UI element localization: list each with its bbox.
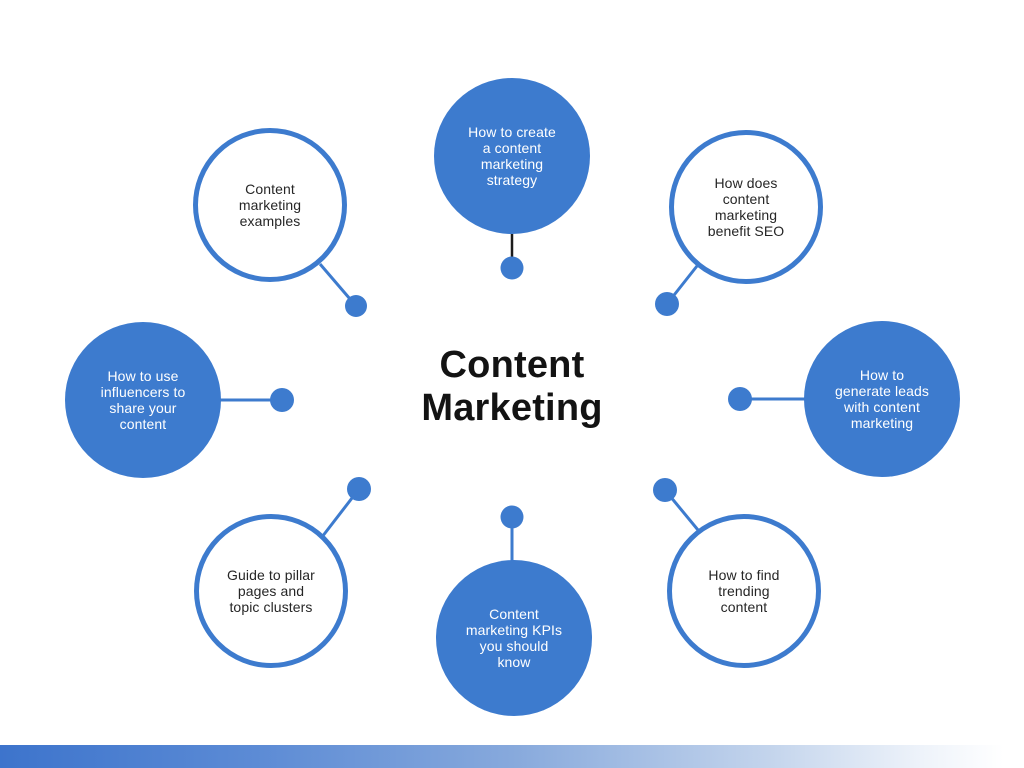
connector-dot-bottom-right xyxy=(653,478,677,502)
node-use-influencers: How to use influencers to share your con… xyxy=(65,322,221,478)
connector-dot-left xyxy=(270,388,294,412)
node-marketing-kpis: Content marketing KPIs you should know xyxy=(436,560,592,716)
node-marketing-kpis-label: Content marketing KPIs you should know xyxy=(465,605,563,671)
node-trending-content: How to find trending content xyxy=(667,514,821,668)
node-generate-leads-label: How to generate leads with content marke… xyxy=(834,366,930,432)
node-generate-leads: How to generate leads with content marke… xyxy=(804,321,960,477)
node-benefit-seo-label: How does content marketing benefit SEO xyxy=(707,174,785,240)
node-benefit-seo: How does content marketing benefit SEO xyxy=(669,130,823,284)
node-marketing-examples: Content marketing examples xyxy=(193,128,347,282)
footer-accent-bar xyxy=(0,745,1024,768)
connector-dot-top-right xyxy=(655,292,679,316)
connector-dot-top-left xyxy=(345,295,367,317)
node-create-strategy-label: How to create a content marketing strate… xyxy=(468,123,556,189)
node-create-strategy: How to create a content marketing strate… xyxy=(434,78,590,234)
connector-dot-right xyxy=(728,387,752,411)
connector-dot-bottom-left xyxy=(347,477,371,501)
node-trending-content-label: How to find trending content xyxy=(708,566,780,616)
node-pillar-pages-label: Guide to pillar pages and topic clusters xyxy=(227,566,315,616)
node-marketing-examples-label: Content marketing examples xyxy=(238,180,302,230)
node-pillar-pages: Guide to pillar pages and topic clusters xyxy=(194,514,348,668)
node-use-influencers-label: How to use influencers to share your con… xyxy=(100,367,186,433)
connector-dot-top xyxy=(500,256,524,280)
connector-dot-bottom xyxy=(500,505,524,529)
diagram-title: Content Marketing xyxy=(421,344,603,429)
